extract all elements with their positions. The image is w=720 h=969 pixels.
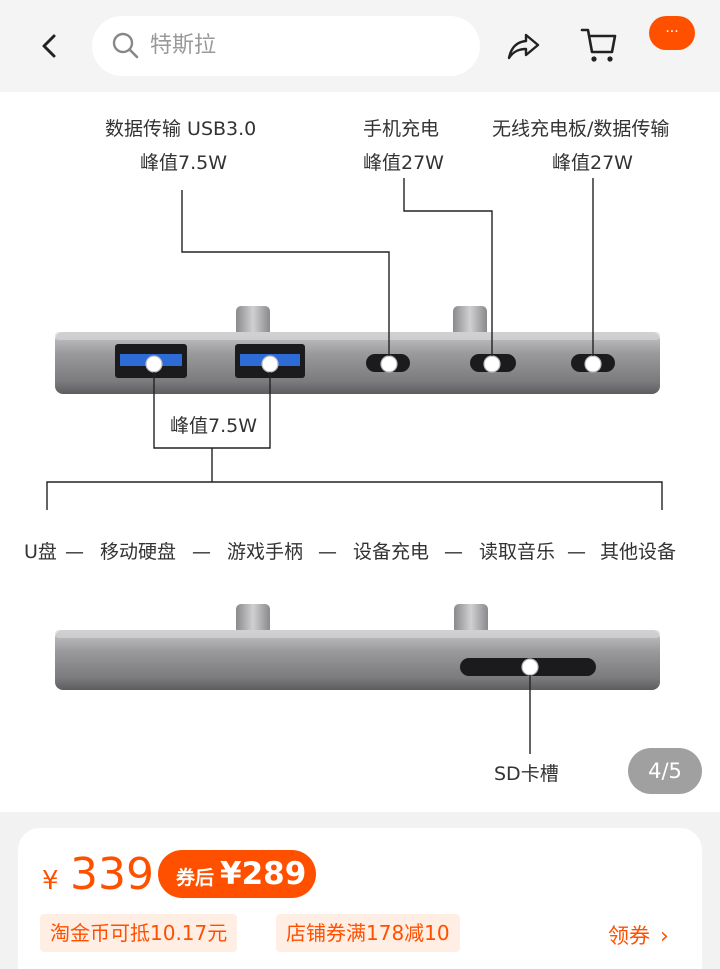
port2-title: 手机充电	[363, 118, 440, 140]
coupon-price-badge[interactable]: 券后 ¥289	[158, 850, 316, 898]
chevron-left-icon	[42, 34, 56, 58]
search-query: 特斯拉	[150, 33, 217, 58]
use-separator: —	[444, 541, 463, 563]
promo-tag[interactable]: 店铺券满178减10	[276, 914, 460, 952]
port3-title: 无线充电板/数据传输	[492, 118, 670, 140]
port1-title: 数据传输 USB3.0	[105, 118, 257, 140]
coupon-price: ¥289	[220, 856, 307, 892]
product-image-gallery[interactable]: 数据传输 USB3.0 峰值7.5W 手机充电 峰值27W 无线充电板/数据传输…	[0, 92, 720, 812]
sd-slot-label: SD卡槽	[494, 763, 559, 785]
use-item: 其他设备	[600, 541, 677, 563]
product-diagram	[46, 178, 663, 754]
more-button[interactable]: ···	[649, 16, 695, 50]
search-bar[interactable]: 特斯拉	[92, 16, 480, 76]
price-currency: ¥	[42, 866, 59, 896]
use-item: 设备充电	[353, 541, 430, 563]
hub-top-prong-1	[236, 306, 270, 338]
get-coupon-button[interactable]: 领券 ›	[608, 920, 669, 950]
back-button[interactable]	[30, 26, 70, 66]
share-icon[interactable]	[504, 26, 544, 66]
search-icon	[112, 32, 139, 59]
use-item: U盘	[24, 541, 57, 563]
port3-power: 峰值27W	[552, 152, 633, 174]
usb-power-label: 峰值7.5W	[170, 415, 258, 437]
use-separator: —	[567, 541, 586, 563]
price-value: 339	[70, 849, 154, 900]
promo-tag[interactable]: 淘金币可抵10.17元	[40, 914, 238, 952]
port1-power: 峰值7.5W	[140, 152, 228, 174]
get-coupon-label: 领券	[608, 924, 650, 948]
port2-power: 峰值27W	[363, 152, 444, 174]
hub-bottom-prong-1	[236, 604, 270, 634]
use-item: 移动硬盘	[100, 541, 177, 563]
chevron-right-icon: ›	[660, 924, 669, 949]
price-card: ¥ 339 券后 ¥289 淘金币可抵10.17元 店铺券满178减10 领券 ›	[18, 828, 702, 969]
cart-icon[interactable]	[578, 24, 620, 66]
use-separator: —	[65, 541, 84, 563]
hub-top-prong-2	[453, 306, 487, 338]
image-counter: 4/5	[628, 748, 702, 794]
use-separator: —	[318, 541, 337, 563]
use-item: 游戏手柄	[227, 541, 304, 563]
use-separator: —	[192, 541, 211, 563]
top-bar: 特斯拉 ···	[0, 0, 720, 92]
use-item: 读取音乐	[479, 541, 556, 563]
coupon-label: 券后	[176, 867, 215, 889]
hub-bottom-prong-2	[454, 604, 488, 634]
hub-top-body	[55, 332, 660, 394]
